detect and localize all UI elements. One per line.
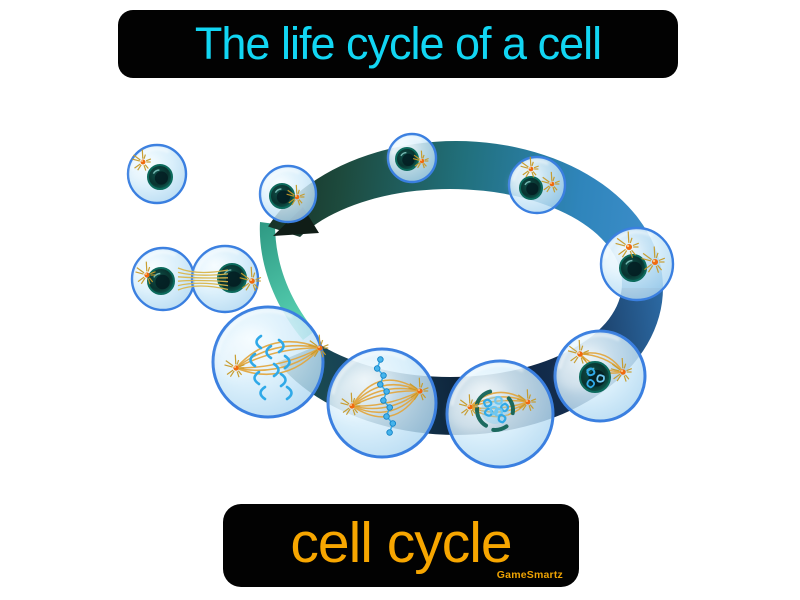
cell-telophase-left bbox=[130, 246, 196, 312]
cell-prophase bbox=[599, 226, 675, 302]
cell-late-prophase bbox=[553, 329, 647, 423]
cell-new-daughter-cell bbox=[126, 143, 188, 205]
cell-g2-phase bbox=[507, 155, 567, 215]
midbody-fibers bbox=[177, 267, 229, 291]
watermark-text: GameSmartz bbox=[496, 569, 563, 581]
cell-prometaphase bbox=[445, 359, 555, 469]
cell-anaphase bbox=[211, 305, 329, 419]
caption-banner: cell cycle GameSmartz bbox=[223, 504, 579, 587]
cell-g1-phase bbox=[258, 164, 318, 224]
cell-s-phase bbox=[386, 132, 438, 184]
caption-text: cell cycle bbox=[290, 510, 512, 575]
cell-metaphase bbox=[326, 347, 438, 459]
title-banner: The life cycle of a cell bbox=[118, 10, 678, 78]
title-text: The life cycle of a cell bbox=[194, 18, 602, 69]
